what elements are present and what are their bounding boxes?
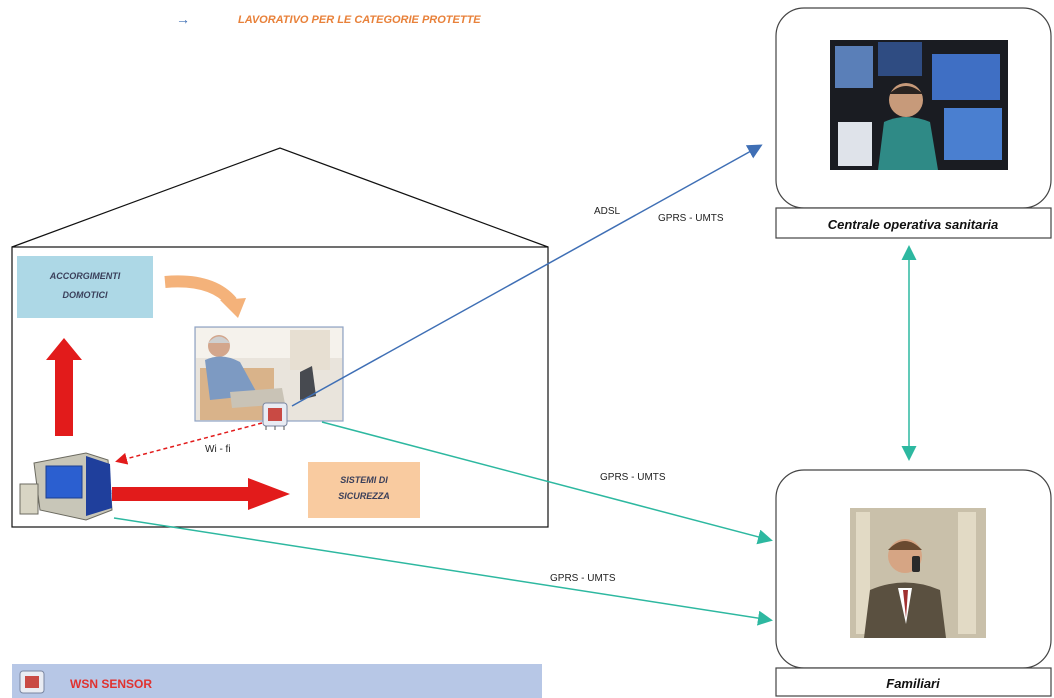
elderly-user-photo [194,326,344,422]
wifi-label: Wi - fi [205,444,231,455]
curved-arrow-icon [164,275,246,318]
adsl-link [291,144,763,407]
doctor-photo [830,40,1008,170]
familiari-node: Familiari [775,469,1052,697]
photo-to-familiari-link [321,421,773,545]
legend: WSN SENSOR [12,664,542,698]
gprs-umts-label-bottom: GPRS - UMTS [550,573,616,584]
sistemi-line-2: SICUREZZA [338,491,390,501]
computer-icon [19,452,129,521]
header-subtitle: LAVORATIVO PER LE CATEGORIE PROTETTE [238,14,481,26]
house-walls [11,246,549,528]
businessman-photo [850,508,986,638]
wifi-link [115,422,263,465]
gprs-umts-label-mid: GPRS - UMTS [600,472,666,483]
centrale-label: Centrale operativa sanitaria [828,217,999,232]
wsn-sensor-icon [262,402,288,430]
accorgimenti-line-2: DOMOTICI [63,290,108,300]
red-up-arrow-icon [46,338,82,436]
house [11,147,549,528]
centrale-label-box [775,207,1052,239]
house-roof [11,147,549,248]
adsl-label: ADSL [594,206,621,217]
computer-to-familiari-link [113,517,773,626]
legend-wsn-sensor-icon [19,670,45,694]
familiari-label-box [775,667,1052,697]
gprs-umts-label-top: GPRS - UMTS [658,213,724,224]
centrale-node: Centrale operativa sanitaria [775,7,1052,239]
sistemi-line-1: SISTEMI DI [340,475,388,485]
familiari-label: Familiari [886,676,940,691]
legend-label: WSN SENSOR [70,677,152,691]
accorgimenti-domotici-box: ACCORGIMENTI DOMOTICI [17,256,153,318]
bullet-arrow-icon: → [176,11,190,27]
sistemi-di-sicurezza-box: SISTEMI DI SICUREZZA [308,462,420,518]
red-right-arrow-icon [112,478,290,510]
accorgimenti-line-1: ACCORGIMENTI [49,271,121,281]
legend-bar [12,664,542,698]
